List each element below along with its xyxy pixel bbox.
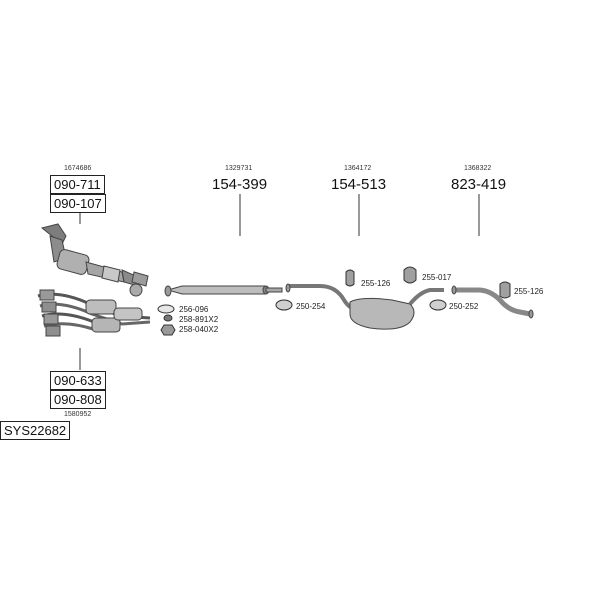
middle-silencer-154-513 xyxy=(285,283,444,330)
ref-number-bottom-left: 1580952 xyxy=(64,411,92,418)
part-number-090-633[interactable]: 090-633 xyxy=(50,371,106,390)
accessory-256-096[interactable]: 256-096 xyxy=(179,305,209,314)
clamp-250-254 xyxy=(275,299,293,311)
ref-number-middle-silencer: 1364172 xyxy=(344,165,372,172)
manifold-catalyst-bottom xyxy=(37,283,151,337)
ref-number-rear-silencer: 1368322 xyxy=(464,165,492,172)
part-number-090-808[interactable]: 090-808 xyxy=(50,390,106,409)
accessory-250-252[interactable]: 250-252 xyxy=(449,302,479,311)
rubber-hangers xyxy=(345,266,511,299)
front-pipe-154-399 xyxy=(164,285,283,297)
nut-258-040 xyxy=(160,324,176,336)
gasket-256-096 xyxy=(157,304,175,314)
part-number-823-419[interactable]: 823-419 xyxy=(451,176,507,193)
part-number-090-107[interactable]: 090-107 xyxy=(50,194,106,213)
accessory-255-017[interactable]: 255-017 xyxy=(422,273,452,282)
part-number-154-399[interactable]: 154-399 xyxy=(212,176,268,193)
accessory-258-040X2[interactable]: 258-040X2 xyxy=(179,325,219,334)
rear-silencer-823-419 xyxy=(451,285,534,319)
accessory-255-126-b[interactable]: 255-126 xyxy=(514,287,544,296)
hanger-255-017 xyxy=(403,266,417,284)
bolt-258-891 xyxy=(163,314,173,322)
accessory-258-891X2[interactable]: 258-891X2 xyxy=(179,315,219,324)
part-number-090-711[interactable]: 090-711 xyxy=(50,175,105,194)
clamp-250-252 xyxy=(429,299,447,311)
accessory-250-254[interactable]: 250-254 xyxy=(296,302,326,311)
system-code: SYS22682 xyxy=(0,421,71,440)
accessory-255-126-a[interactable]: 255-126 xyxy=(361,279,391,288)
ref-number-top-left: 1674686 xyxy=(64,165,92,172)
hanger-255-126-b xyxy=(499,281,511,299)
clamps xyxy=(275,299,447,311)
manifold-catalyst-top xyxy=(40,223,149,287)
gasket-and-nuts xyxy=(157,304,176,336)
part-number-154-513[interactable]: 154-513 xyxy=(331,176,387,193)
ref-number-front-pipe: 1329731 xyxy=(225,165,253,172)
hanger-255-126-a xyxy=(345,269,355,287)
